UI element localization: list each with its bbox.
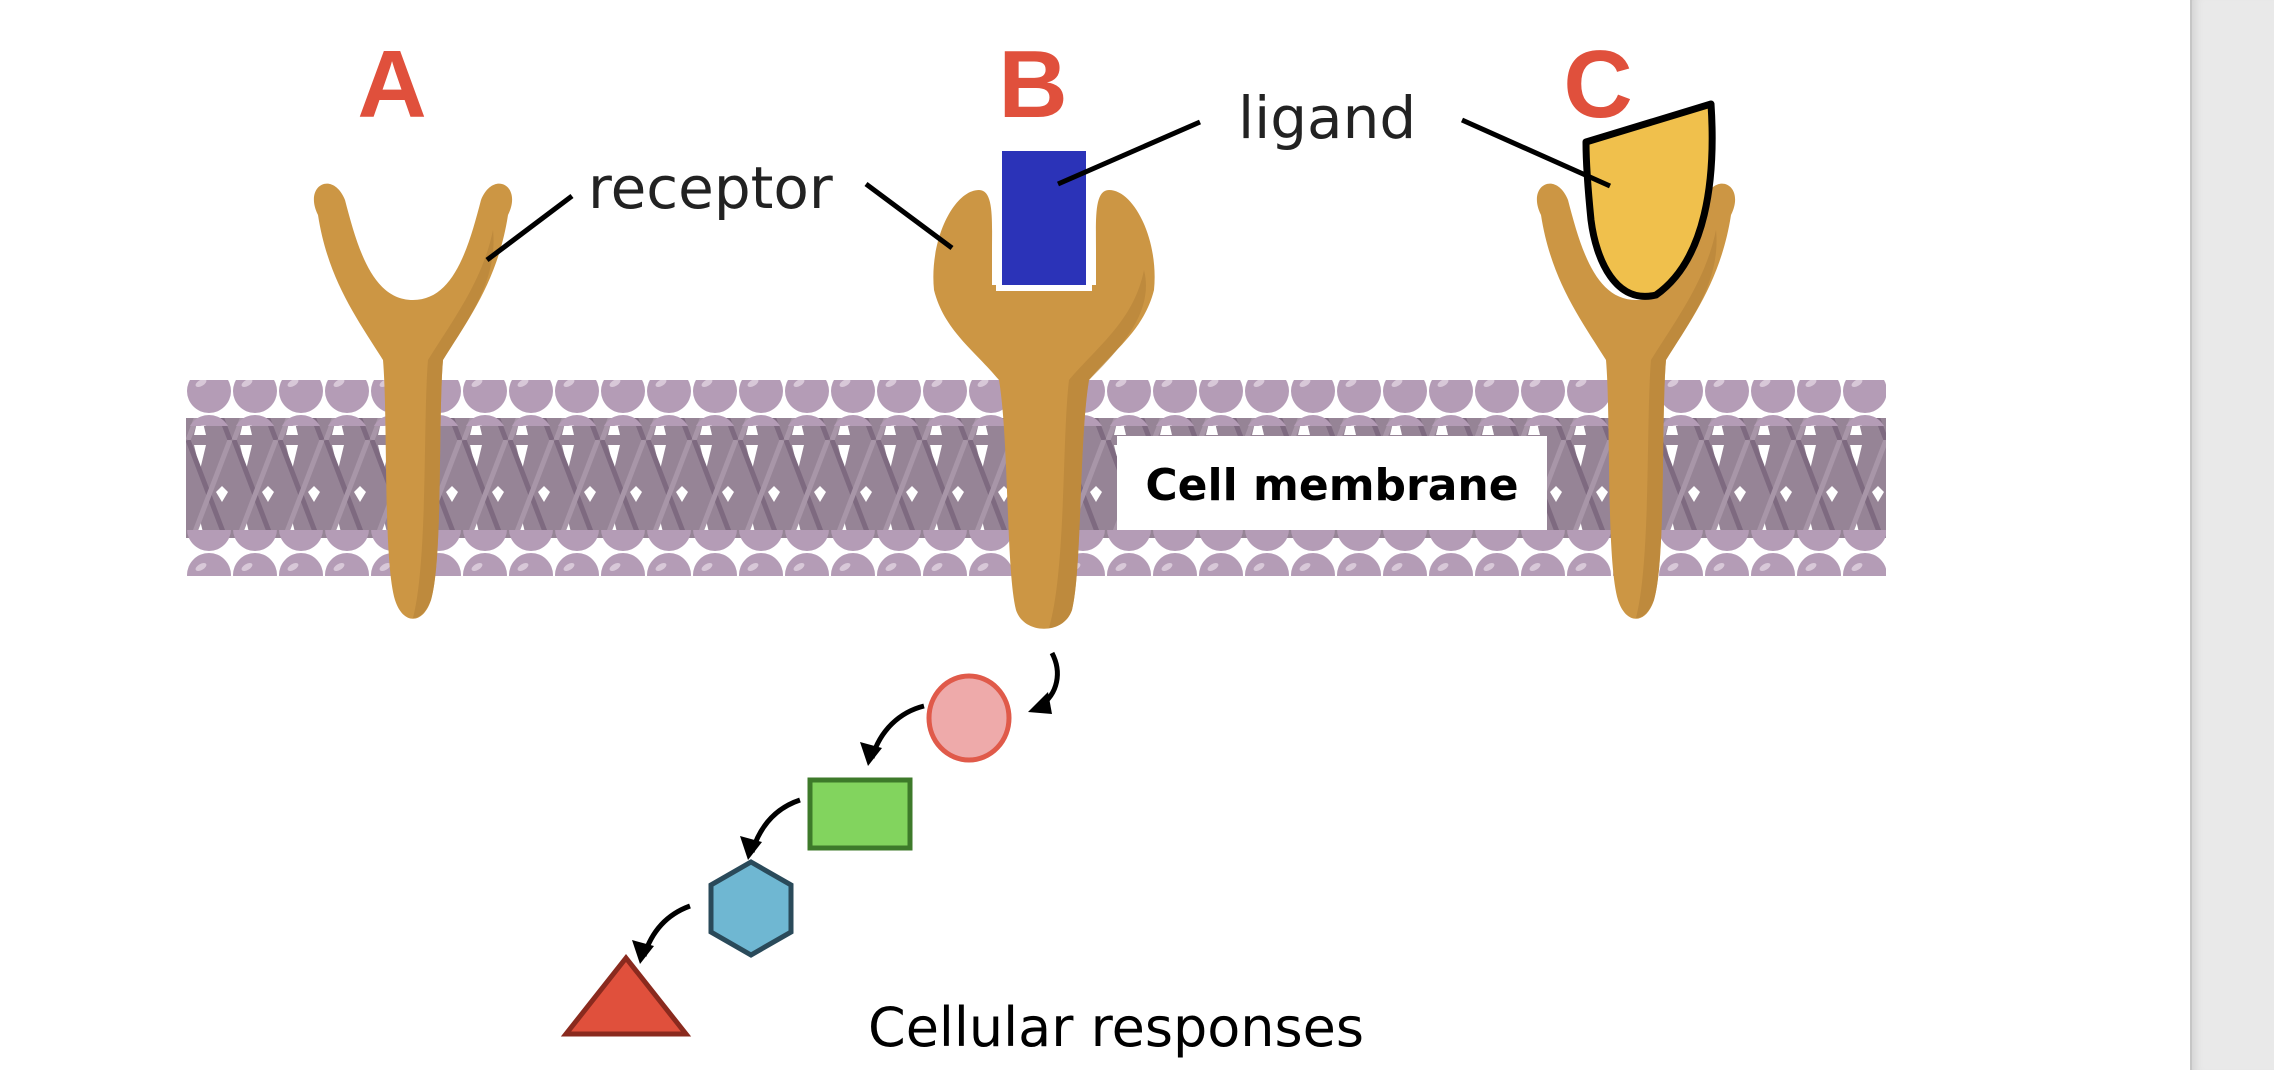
- cascade-rectangle: [807, 777, 913, 851]
- receptor-c: [1536, 100, 1736, 619]
- ligand-rectangle: [996, 145, 1092, 291]
- receptor-callout-label: receptor: [588, 154, 833, 222]
- label-b: B: [998, 31, 1067, 138]
- cascade-triangle: [560, 953, 692, 1037]
- receptor-callout-line-b: [864, 181, 954, 251]
- ligand-callout-line-c: [1460, 117, 1612, 189]
- cascade-circle: [926, 673, 1012, 763]
- diagram-canvas: Cell membrane A B C receptor ligand: [186, 31, 1886, 1059]
- cascade-hexagon: [708, 859, 794, 958]
- label-a: A: [357, 31, 426, 138]
- arrowhead-3: [740, 836, 762, 860]
- arrowhead-2: [860, 742, 882, 766]
- side-panel: [2190, 0, 2274, 1070]
- cascade-arrowheads: [632, 692, 1052, 964]
- receptor-b: [933, 145, 1155, 629]
- ligand-callout-label: ligand: [1238, 84, 1416, 152]
- cellular-responses-label: Cellular responses: [868, 996, 1364, 1059]
- receptor-a: [313, 183, 513, 619]
- label-c: C: [1563, 31, 1632, 138]
- receptor-callout-line-a: [485, 194, 574, 262]
- ligand-shield: [1582, 100, 1716, 300]
- signal-transduction-diagram: Cell membrane A B C receptor ligand: [186, 31, 1886, 1059]
- ligand-callout-line-b: [1056, 119, 1202, 187]
- arrowhead-1: [1028, 692, 1052, 714]
- cell-membrane-label-box: Cell membrane: [1117, 436, 1547, 530]
- cell-membrane-label: Cell membrane: [1145, 460, 1518, 511]
- arrowhead-4: [632, 940, 654, 964]
